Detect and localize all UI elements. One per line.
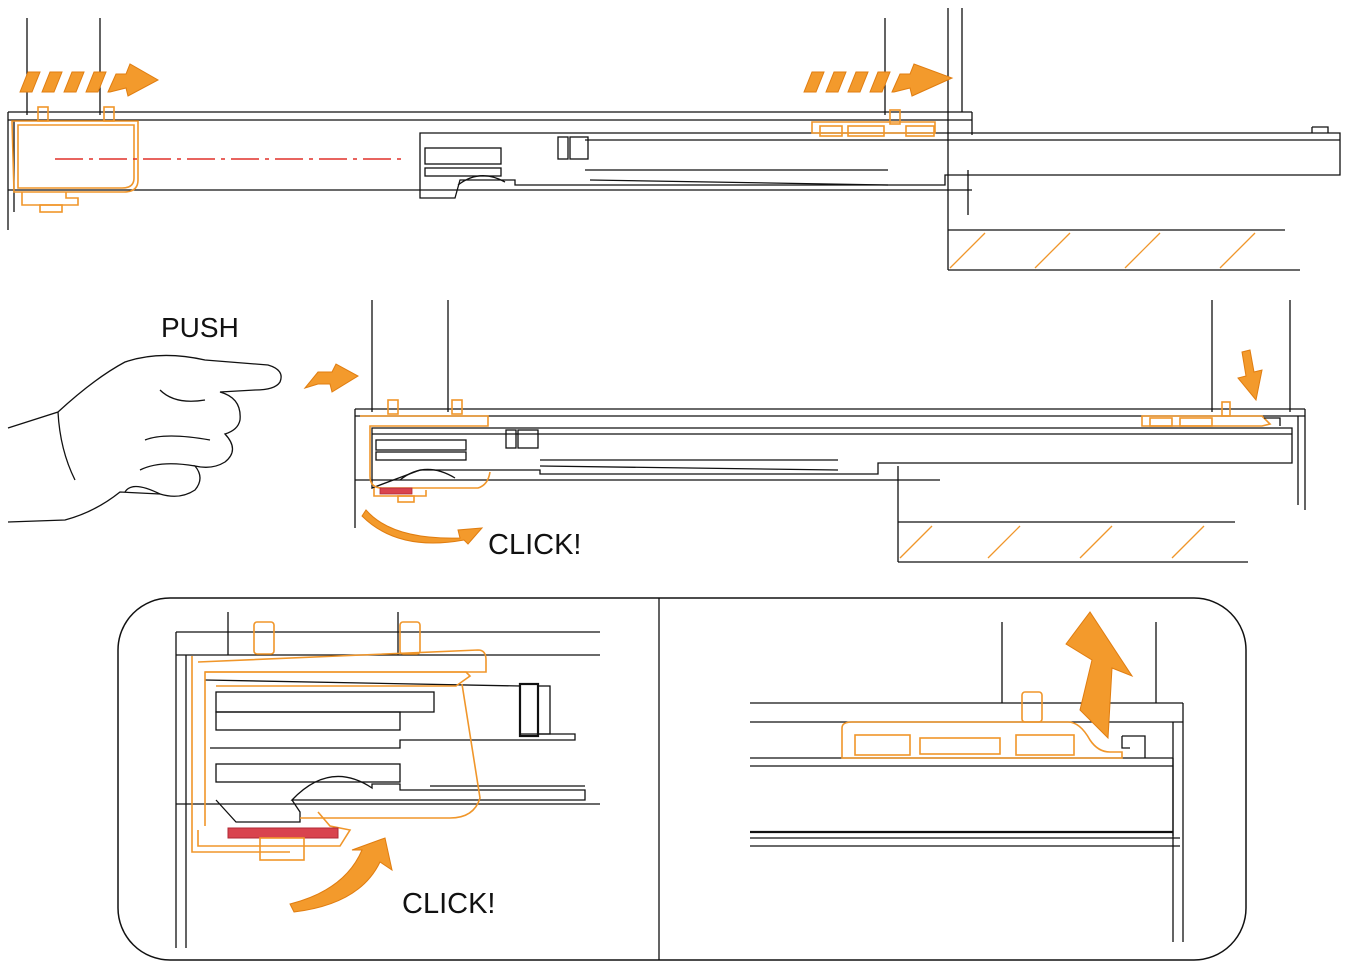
striped-arrow-icon xyxy=(803,63,954,97)
pointing-hand-icon xyxy=(7,354,282,523)
floor-hatching xyxy=(899,525,1205,559)
down-arrow-icon xyxy=(1065,611,1134,740)
front-latch xyxy=(811,109,936,137)
detail-box: CLICK! xyxy=(117,597,1247,961)
rear-latch xyxy=(360,399,491,503)
down-arrow-icon xyxy=(1237,349,1263,402)
step-1-slide-in xyxy=(7,8,1341,271)
curved-arrow-icon xyxy=(289,837,393,913)
click-label-middle: CLICK! xyxy=(488,529,581,561)
detail-front-latch xyxy=(750,611,1184,942)
rear-latch xyxy=(11,106,139,213)
step-2-push: PUSH xyxy=(7,300,1306,563)
push-label: PUSH xyxy=(161,312,239,343)
striped-arrow-icon xyxy=(19,63,160,97)
curved-arrow-icon xyxy=(361,509,484,545)
front-latch xyxy=(841,691,1123,759)
front-latch xyxy=(1141,401,1281,427)
click-label-detail: CLICK! xyxy=(402,888,495,920)
detail-rear-latch: CLICK! xyxy=(175,612,600,948)
push-arrow-icon xyxy=(303,363,359,393)
floor-hatching xyxy=(949,232,1256,269)
